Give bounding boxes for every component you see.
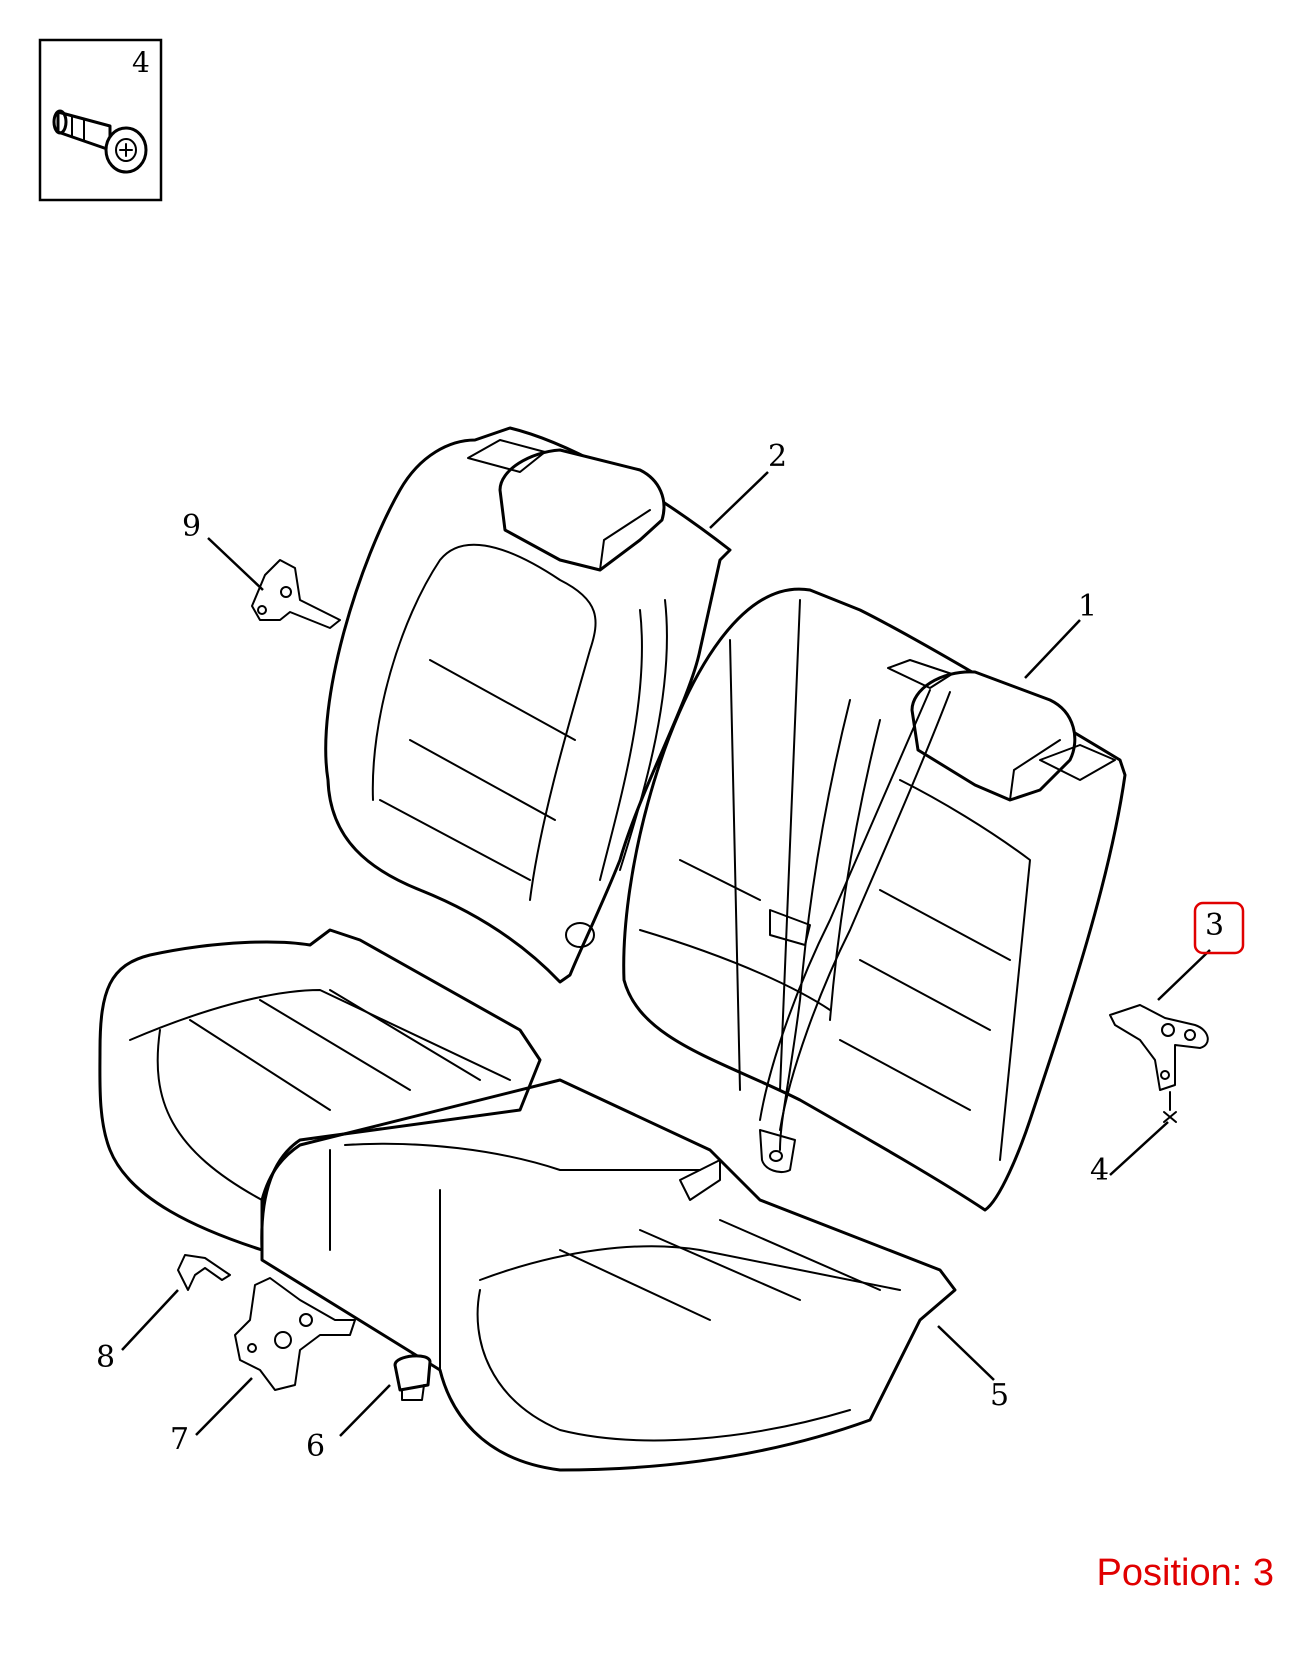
- callout-6[interactable]: 6: [306, 1429, 325, 1464]
- highlight-box-callout-3: [1193, 901, 1245, 955]
- bracket-3[interactable]: [1109, 1004, 1209, 1123]
- left-backrest[interactable]: [324, 426, 732, 984]
- clip-8[interactable]: [177, 1254, 231, 1291]
- callout-7[interactable]: 7: [170, 1422, 189, 1457]
- left-seat-cushion[interactable]: [98, 928, 542, 1252]
- inset-fastener-box[interactable]: 4: [38, 38, 163, 202]
- plug-6[interactable]: [393, 1354, 432, 1401]
- callout-5[interactable]: 5: [990, 1378, 1009, 1413]
- leader-lines: [121, 471, 1211, 1437]
- bolt-icon: [52, 109, 148, 174]
- right-seat-cushion[interactable]: [260, 1078, 957, 1472]
- right-backrest[interactable]: [622, 587, 1127, 1212]
- hinge-7[interactable]: [234, 1277, 356, 1391]
- callout-numbers: 2 1 9 3 4 5 6 7 8: [96, 439, 1224, 1464]
- position-label: Position: 3: [1096, 1552, 1274, 1594]
- callout-9[interactable]: 9: [182, 509, 201, 544]
- callout-1[interactable]: 1: [1078, 589, 1097, 624]
- inset-number: 4: [132, 46, 150, 79]
- callout-2[interactable]: 2: [768, 439, 787, 474]
- callout-8[interactable]: 8: [96, 1340, 115, 1375]
- callout-4[interactable]: 4: [1090, 1153, 1109, 1188]
- bracket-9[interactable]: [251, 559, 341, 629]
- callout-3[interactable]: 3: [1205, 908, 1224, 943]
